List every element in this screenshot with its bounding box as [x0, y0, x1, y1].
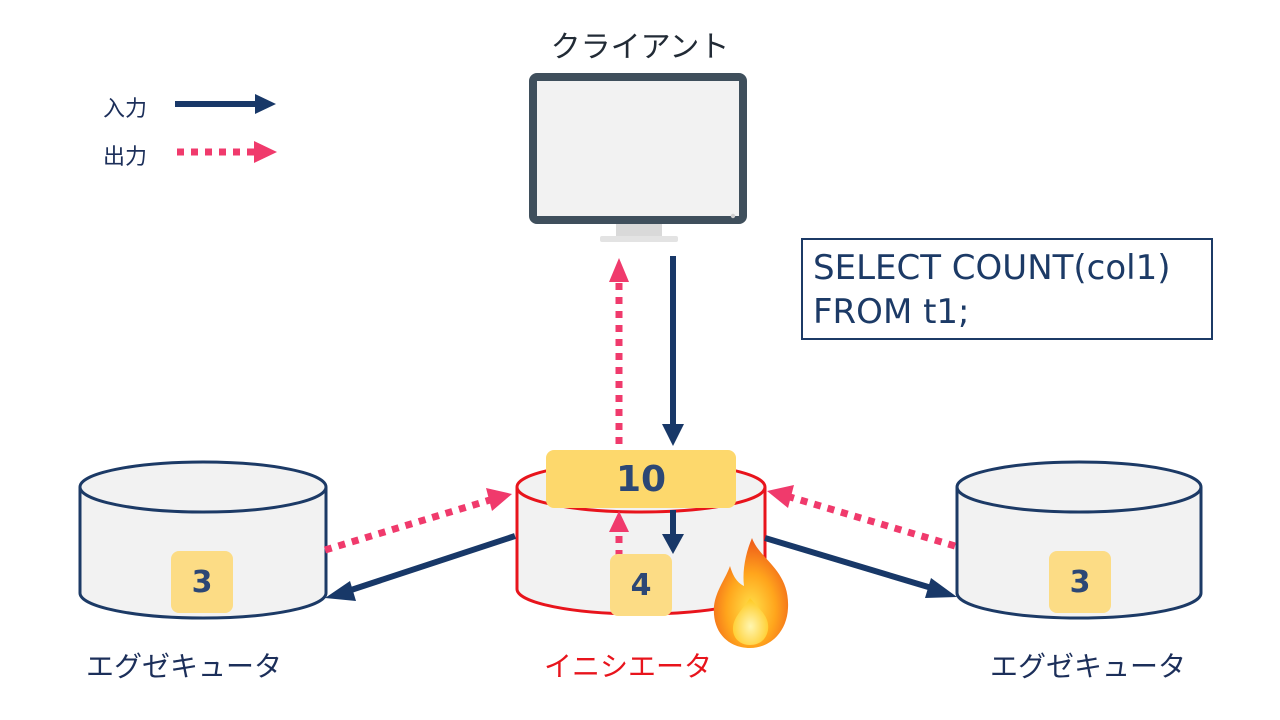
executor-left-label: エグゼキュータ [86, 650, 283, 683]
legend-output-arrow [177, 141, 277, 163]
initiator-label: イニシエータ [544, 650, 713, 683]
monitor-icon [529, 73, 747, 242]
sql-query-box: SELECT COUNT(col1) FROM t1; [801, 238, 1213, 340]
flame-icon [713, 538, 789, 648]
legend-output-label: 出力 [103, 145, 148, 170]
output-arrow-to-client [609, 258, 629, 444]
output-arrow-local-to-aggregate [609, 511, 629, 557]
executor-right-count-badge: 3 [1049, 551, 1111, 613]
sql-query-line-2: FROM t1; [813, 292, 970, 332]
input-arrow-aggregate-to-local [662, 510, 684, 554]
legend-input-arrow [175, 94, 276, 114]
aggregate-count-badge: 10 [546, 450, 736, 508]
executor-right-label: エグゼキュータ [990, 650, 1187, 683]
output-arrow-left-to-initiator [323, 488, 512, 554]
input-arrow-initiator-to-right [764, 535, 957, 598]
input-arrow-from-client [662, 256, 684, 446]
input-arrow-initiator-to-left [325, 533, 516, 601]
executor-left-count-badge: 3 [171, 551, 233, 613]
output-arrow-right-to-initiator [767, 485, 956, 550]
legend-input-label: 入力 [103, 97, 148, 122]
sql-query-line-1: SELECT COUNT(col1) [813, 248, 1171, 288]
initiator-count-badge: 4 [610, 554, 672, 616]
client-title: クライアント [550, 30, 730, 65]
